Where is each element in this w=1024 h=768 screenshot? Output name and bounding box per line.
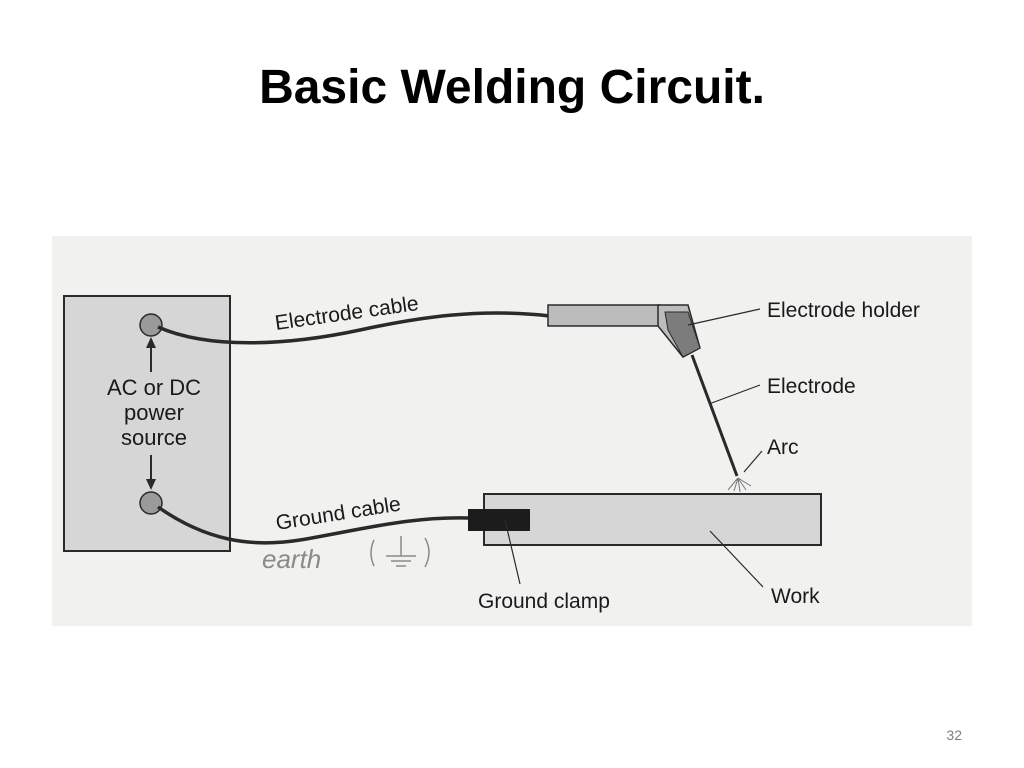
earth-handwritten-label: earth xyxy=(262,544,321,574)
holder-leader-line xyxy=(687,308,761,326)
power-source-line-3: source xyxy=(121,425,187,450)
clamp-leader-line xyxy=(504,519,521,585)
work-leader-line xyxy=(709,530,764,588)
positive-terminal xyxy=(139,313,163,337)
negative-terminal xyxy=(139,491,163,515)
slide-title: Basic Welding Circuit. xyxy=(259,61,765,114)
arc-label: Arc xyxy=(767,436,799,459)
electrode-holder-handle xyxy=(547,304,661,327)
arrow-down-head xyxy=(146,479,156,490)
electrode-label: Electrode xyxy=(767,375,856,398)
arrow-up-head xyxy=(146,337,156,348)
power-source-line-1: AC or DC xyxy=(107,375,201,400)
electrode-rod xyxy=(690,354,739,477)
work-label: Work xyxy=(771,585,820,608)
work-piece xyxy=(483,493,822,546)
electrode-holder-tip xyxy=(664,311,701,358)
electrode-leader-line xyxy=(708,384,761,405)
electrode-holder-label: Electrode holder xyxy=(767,299,920,322)
electrode-cable xyxy=(157,311,551,345)
power-source-line-2: power xyxy=(124,400,184,425)
arc-leader-line xyxy=(743,450,763,473)
ground-cable xyxy=(156,505,471,545)
ground-symbol-icon xyxy=(370,536,430,568)
ground-clamp xyxy=(468,509,530,531)
ground-clamp-label: Ground clamp xyxy=(478,590,610,613)
arc-sparks xyxy=(727,477,752,493)
page-number: 32 xyxy=(946,727,962,743)
